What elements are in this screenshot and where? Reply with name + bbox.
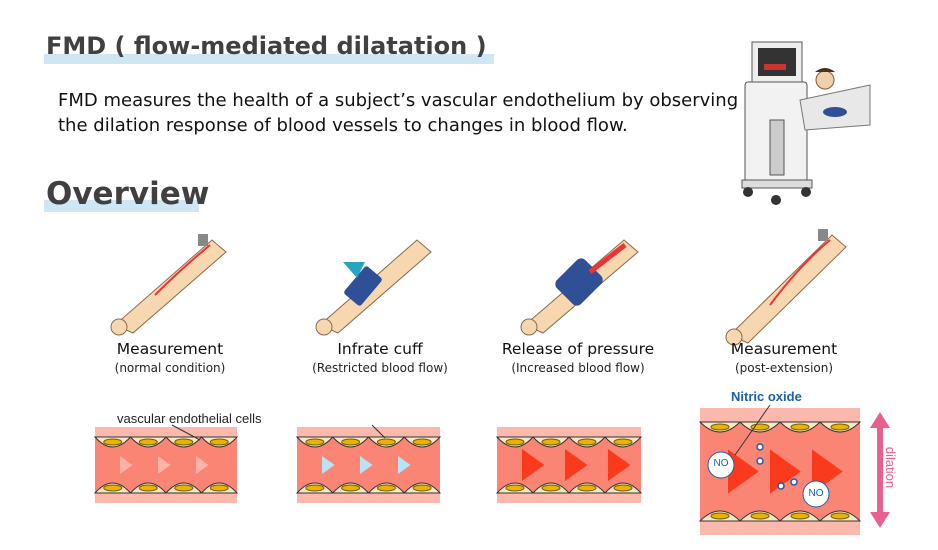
cell-nucleus bbox=[138, 484, 158, 492]
cells-pointer bbox=[371, 424, 386, 439]
description-line: the dilation response of blood vessels t… bbox=[58, 115, 628, 136]
flow-arrow bbox=[565, 449, 588, 481]
cell-nucleus bbox=[710, 512, 730, 520]
step-1: Measurement (normal condition) bbox=[70, 340, 270, 375]
cell-nucleus bbox=[376, 438, 396, 446]
cell-nucleus bbox=[790, 423, 810, 431]
cell-nucleus bbox=[613, 438, 633, 446]
no-label: NO bbox=[713, 458, 729, 469]
step-label: Infrate cuff bbox=[337, 340, 423, 358]
step-sublabel: (Increased blood flow) bbox=[511, 361, 645, 375]
step-label: Measurement bbox=[730, 340, 838, 358]
no-particle bbox=[777, 482, 785, 490]
page-title: FMD ( flow-mediated dilatation ) bbox=[46, 32, 487, 60]
artery bbox=[588, 243, 627, 274]
blood-vessel bbox=[495, 427, 643, 503]
description-line: FMD measures the health of a subject’s v… bbox=[58, 90, 739, 111]
step-2: Infrate cuff (Restricted blood flow) bbox=[280, 340, 480, 375]
cell-nucleus bbox=[505, 438, 525, 446]
cell-nucleus bbox=[412, 438, 432, 446]
no-particle bbox=[756, 443, 764, 451]
nitric-oxide-label: Nitric oxide bbox=[731, 389, 802, 404]
step-sublabel: (post-extension) bbox=[734, 361, 834, 375]
hand bbox=[315, 318, 333, 336]
cell-nucleus bbox=[790, 512, 810, 520]
cell-nucleus bbox=[209, 438, 229, 446]
title-highlight bbox=[44, 54, 494, 64]
flow-arrow bbox=[196, 456, 209, 474]
flow-arrow bbox=[770, 449, 801, 494]
step-sublabel: (Restricted blood flow) bbox=[312, 361, 448, 375]
flow-arrow bbox=[398, 456, 411, 474]
cell-nucleus bbox=[376, 484, 396, 492]
cell-nucleus bbox=[341, 484, 361, 492]
step-label: Measurement bbox=[116, 340, 224, 358]
cell-nucleus bbox=[541, 484, 561, 492]
cell-nucleus bbox=[830, 423, 850, 431]
artery bbox=[769, 239, 831, 306]
cell-nucleus bbox=[830, 512, 850, 520]
blood-vessel bbox=[295, 427, 442, 503]
step-label: Release of pressure bbox=[501, 340, 655, 358]
arm-illustration bbox=[520, 239, 639, 336]
cell-nucleus bbox=[138, 438, 158, 446]
blood-vessel bbox=[93, 427, 239, 503]
cells-pointer bbox=[171, 424, 201, 441]
cell-nucleus bbox=[613, 484, 633, 492]
flow-arrow bbox=[522, 449, 545, 481]
no-label: NO bbox=[808, 488, 824, 499]
fmd-machine-illustration bbox=[741, 41, 871, 205]
no-particle bbox=[790, 478, 798, 486]
overview-highlight bbox=[44, 200, 199, 212]
cell-nucleus bbox=[505, 484, 525, 492]
cells-label: vascular endothelial cells bbox=[117, 411, 262, 426]
hand bbox=[110, 318, 128, 336]
arm bbox=[729, 234, 847, 344]
cell-nucleus bbox=[750, 512, 770, 520]
no-particle bbox=[756, 457, 764, 465]
cell-nucleus bbox=[710, 423, 730, 431]
flow-arrow bbox=[360, 456, 373, 474]
artery bbox=[154, 244, 211, 296]
pump-icon bbox=[343, 262, 365, 278]
hand bbox=[520, 318, 538, 336]
arm bbox=[114, 239, 227, 334]
probe-icon bbox=[198, 234, 208, 246]
cell-nucleus bbox=[103, 484, 123, 492]
cell-nucleus bbox=[412, 484, 432, 492]
cell-nucleus bbox=[174, 438, 194, 446]
arm-illustration bbox=[315, 239, 432, 336]
probe-icon bbox=[818, 229, 828, 241]
cell-nucleus bbox=[305, 438, 325, 446]
flow-arrow bbox=[120, 456, 133, 474]
cell-nucleus bbox=[103, 438, 123, 446]
step-4: Measurement (post-extension) bbox=[684, 340, 884, 375]
cell-nucleus bbox=[174, 484, 194, 492]
no-molecule-icon bbox=[802, 480, 830, 508]
cell-nucleus bbox=[305, 484, 325, 492]
cell-nucleus bbox=[577, 438, 597, 446]
step-sublabel: (normal condition) bbox=[114, 361, 226, 375]
cell-nucleus bbox=[577, 484, 597, 492]
cell-nucleus bbox=[341, 438, 361, 446]
arm-illustration bbox=[725, 229, 847, 346]
description: FMD measures the health of a subject’s v… bbox=[58, 88, 738, 138]
dilation-label: dilation bbox=[883, 446, 899, 489]
cell-nucleus bbox=[541, 438, 561, 446]
hand bbox=[725, 328, 743, 346]
flow-arrow bbox=[322, 456, 335, 474]
flow-arrow bbox=[158, 456, 171, 474]
cuff bbox=[344, 266, 382, 306]
overview-heading: Overview bbox=[46, 176, 210, 212]
no-molecule-icon bbox=[707, 451, 735, 479]
no-pointer bbox=[734, 404, 771, 456]
flow-arrow bbox=[728, 449, 759, 494]
arm-illustration bbox=[110, 234, 227, 336]
cell-nucleus bbox=[209, 484, 229, 492]
step-3: Release of pressure (Increased blood flow… bbox=[478, 340, 678, 375]
flow-arrow bbox=[608, 449, 631, 481]
